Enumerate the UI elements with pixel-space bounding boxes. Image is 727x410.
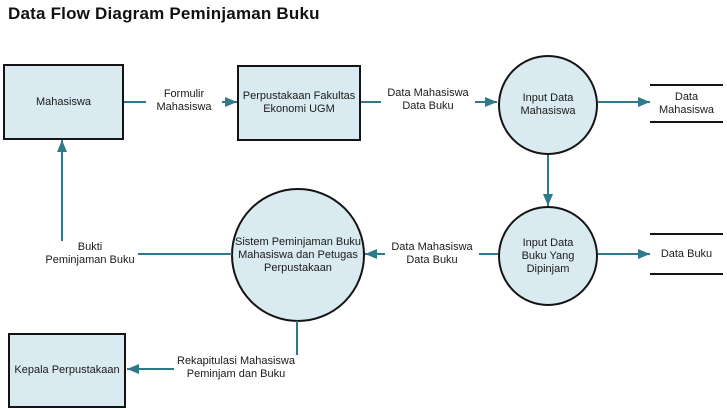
process-input-data-buku: Input Data Buku Yang Dipinjam <box>498 206 598 306</box>
flow-bukti-label: Bukti Peminjaman Buku <box>42 241 138 267</box>
flow-bukti-arrowhead-icon <box>57 140 67 152</box>
flow-rekapitulasi-label: Rekapitulasi Mahasiswa Peminjam dan Buku <box>174 355 298 381</box>
datastore-data-mahasiswa-label: Data Mahasiswa <box>658 90 715 116</box>
flow-data-mahasiswa-buku-to-sistem-label: Data Mahasiswa Data Buku <box>385 241 479 267</box>
datastore-data-buku-label: Data Buku <box>660 247 713 260</box>
flow-input-mahasiswa-to-input-buku-line <box>547 155 549 206</box>
process-sistem-peminjaman: Sistem Peminjaman Buku Mahasiswa dan Pet… <box>231 188 365 322</box>
flow-to-store-data-mahasiswa-line <box>598 101 650 103</box>
node-perpustakaan-fakultas-label: Perpustakaan Fakultas Ekonomi UGM <box>242 90 356 115</box>
process-input-data-mahasiswa: Input Data Mahasiswa <box>498 55 598 155</box>
flow-data-mahasiswa-buku-in-label: Data Mahasiswa Data Buku <box>381 87 475 113</box>
datastore-data-buku: Data Buku <box>650 233 723 275</box>
flow-bukti-vline <box>61 140 63 255</box>
node-kepala-perpustakaan-label: Kepala Perpustakaan <box>14 364 120 376</box>
flow-rekapitulasi-arrowhead-icon <box>127 364 139 374</box>
node-mahasiswa: Mahasiswa <box>3 64 124 140</box>
flow-data-mahasiswa-buku-in-arrowhead-icon <box>485 97 497 107</box>
node-kepala-perpustakaan: Kepala Perpustakaan <box>8 333 126 408</box>
node-perpustakaan-fakultas: Perpustakaan Fakultas Ekonomi UGM <box>237 65 361 141</box>
node-mahasiswa-label: Mahasiswa <box>35 95 92 108</box>
flow-to-store-data-buku-arrowhead-icon <box>638 249 650 259</box>
flow-to-store-data-buku-line <box>598 253 650 255</box>
flow-formulir-label: Formulir Mahasiswa <box>146 88 222 114</box>
flow-data-mahasiswa-buku-to-sistem-arrowhead-icon <box>365 249 377 259</box>
flow-input-mahasiswa-to-input-buku-arrowhead-icon <box>543 194 553 206</box>
process-input-data-buku-label: Input Data Buku Yang Dipinjam <box>521 236 575 275</box>
flow-rekapitulasi-vline <box>296 321 298 370</box>
flow-bukti-hline <box>62 253 232 255</box>
process-input-data-mahasiswa-label: Input Data Mahasiswa <box>520 92 576 117</box>
flow-to-store-data-mahasiswa-arrowhead-icon <box>638 97 650 107</box>
flow-formulir-arrowhead-icon <box>225 97 237 107</box>
diagram-title: Data Flow Diagram Peminjaman Buku <box>8 4 320 23</box>
process-sistem-peminjaman-label: Sistem Peminjaman Buku Mahasiswa dan Pet… <box>235 235 361 274</box>
datastore-data-mahasiswa: Data Mahasiswa <box>650 84 723 123</box>
